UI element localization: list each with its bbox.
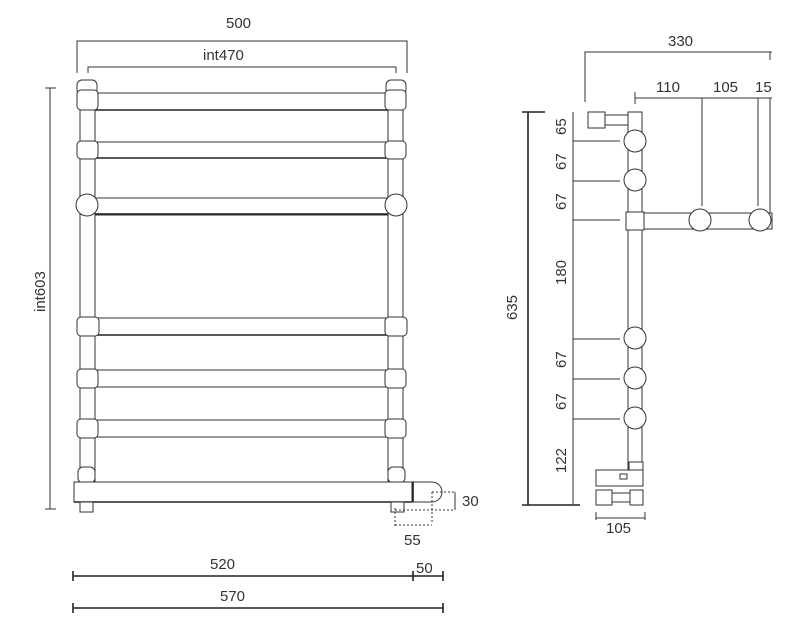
valve-depth-label: 55 (404, 532, 421, 549)
front-view: 500 int470 int603 30 55 520 50 570 (32, 15, 479, 613)
internal-height-label: int603 (32, 271, 49, 312)
arm-spacing-label-3: 15 (755, 79, 772, 96)
rails (94, 92, 389, 438)
overall-width-label: 500 (226, 15, 251, 32)
base-width-label: 520 (210, 556, 235, 573)
internal-width-label: int470 (203, 47, 244, 64)
valve-offset-label: 50 (416, 560, 433, 577)
vertical-spacing-label-2: 67 (553, 153, 570, 170)
total-height-label: 635 (504, 295, 521, 320)
valve (394, 481, 456, 528)
valve-height-label: 30 (462, 493, 479, 510)
base-bar (73, 481, 413, 513)
dimension-lines (45, 40, 444, 613)
side-valve (595, 461, 644, 506)
vertical-spacing-label-1: 65 (553, 118, 570, 135)
total-depth-label: 330 (668, 33, 693, 50)
vertical-spacing-label-7: 122 (553, 448, 570, 473)
vertical-spacing-label-6: 67 (553, 393, 570, 410)
vertical-spacing-label-5: 67 (553, 351, 570, 368)
arm-spacing-label-2: 105 (713, 79, 738, 96)
arm-spacing-label-1: 110 (656, 79, 680, 96)
side-view: 330 110 105 15 635 65 67 67 180 67 67 12… (504, 33, 773, 537)
side-dimension-lines (522, 51, 772, 520)
base-depth-label: 105 (606, 520, 631, 537)
vertical-spacing-label-3: 67 (553, 193, 570, 210)
total-width-label: 570 (220, 588, 245, 605)
vertical-spacing-label-4: 180 (553, 260, 570, 285)
side-post (587, 111, 773, 473)
joints (75, 79, 408, 484)
